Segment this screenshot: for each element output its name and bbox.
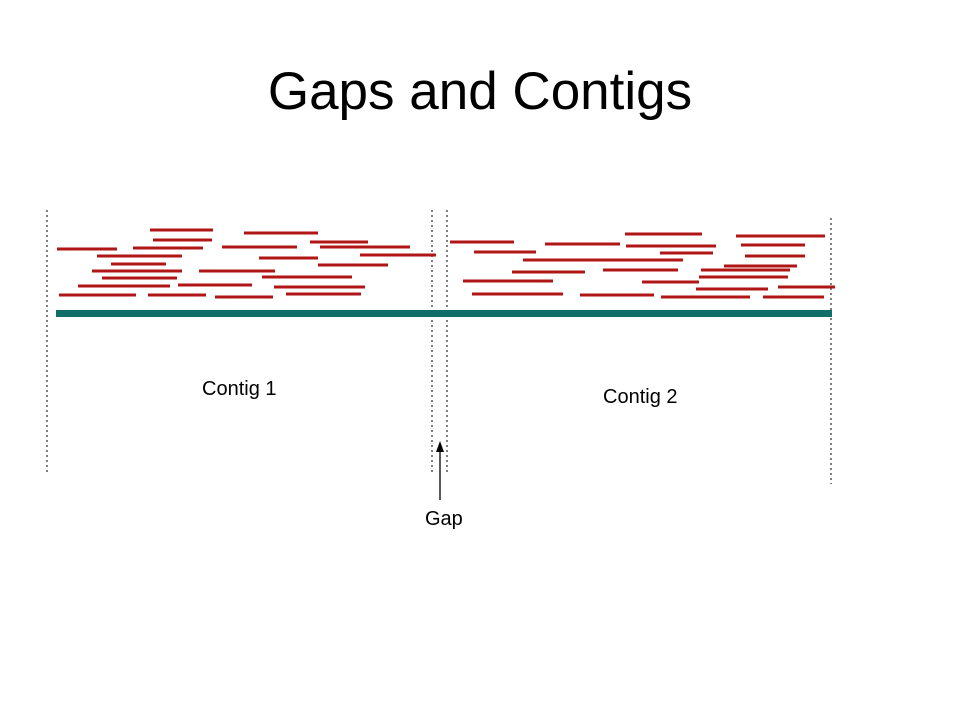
contig-1-label: Contig 1 <box>202 378 277 400</box>
gap-arrow <box>436 441 444 500</box>
gap-arrow-head <box>436 441 444 452</box>
contig-2-label: Contig 2 <box>603 386 678 408</box>
contig-bar <box>56 310 832 317</box>
contig-consensus-bar <box>56 310 832 317</box>
gap-label: Gap <box>425 508 463 530</box>
slide-title: Gaps and Contigs <box>267 62 693 121</box>
contig-2-reads <box>450 232 835 299</box>
contig-1-reads <box>57 228 436 299</box>
boundary-guides <box>46 210 832 484</box>
